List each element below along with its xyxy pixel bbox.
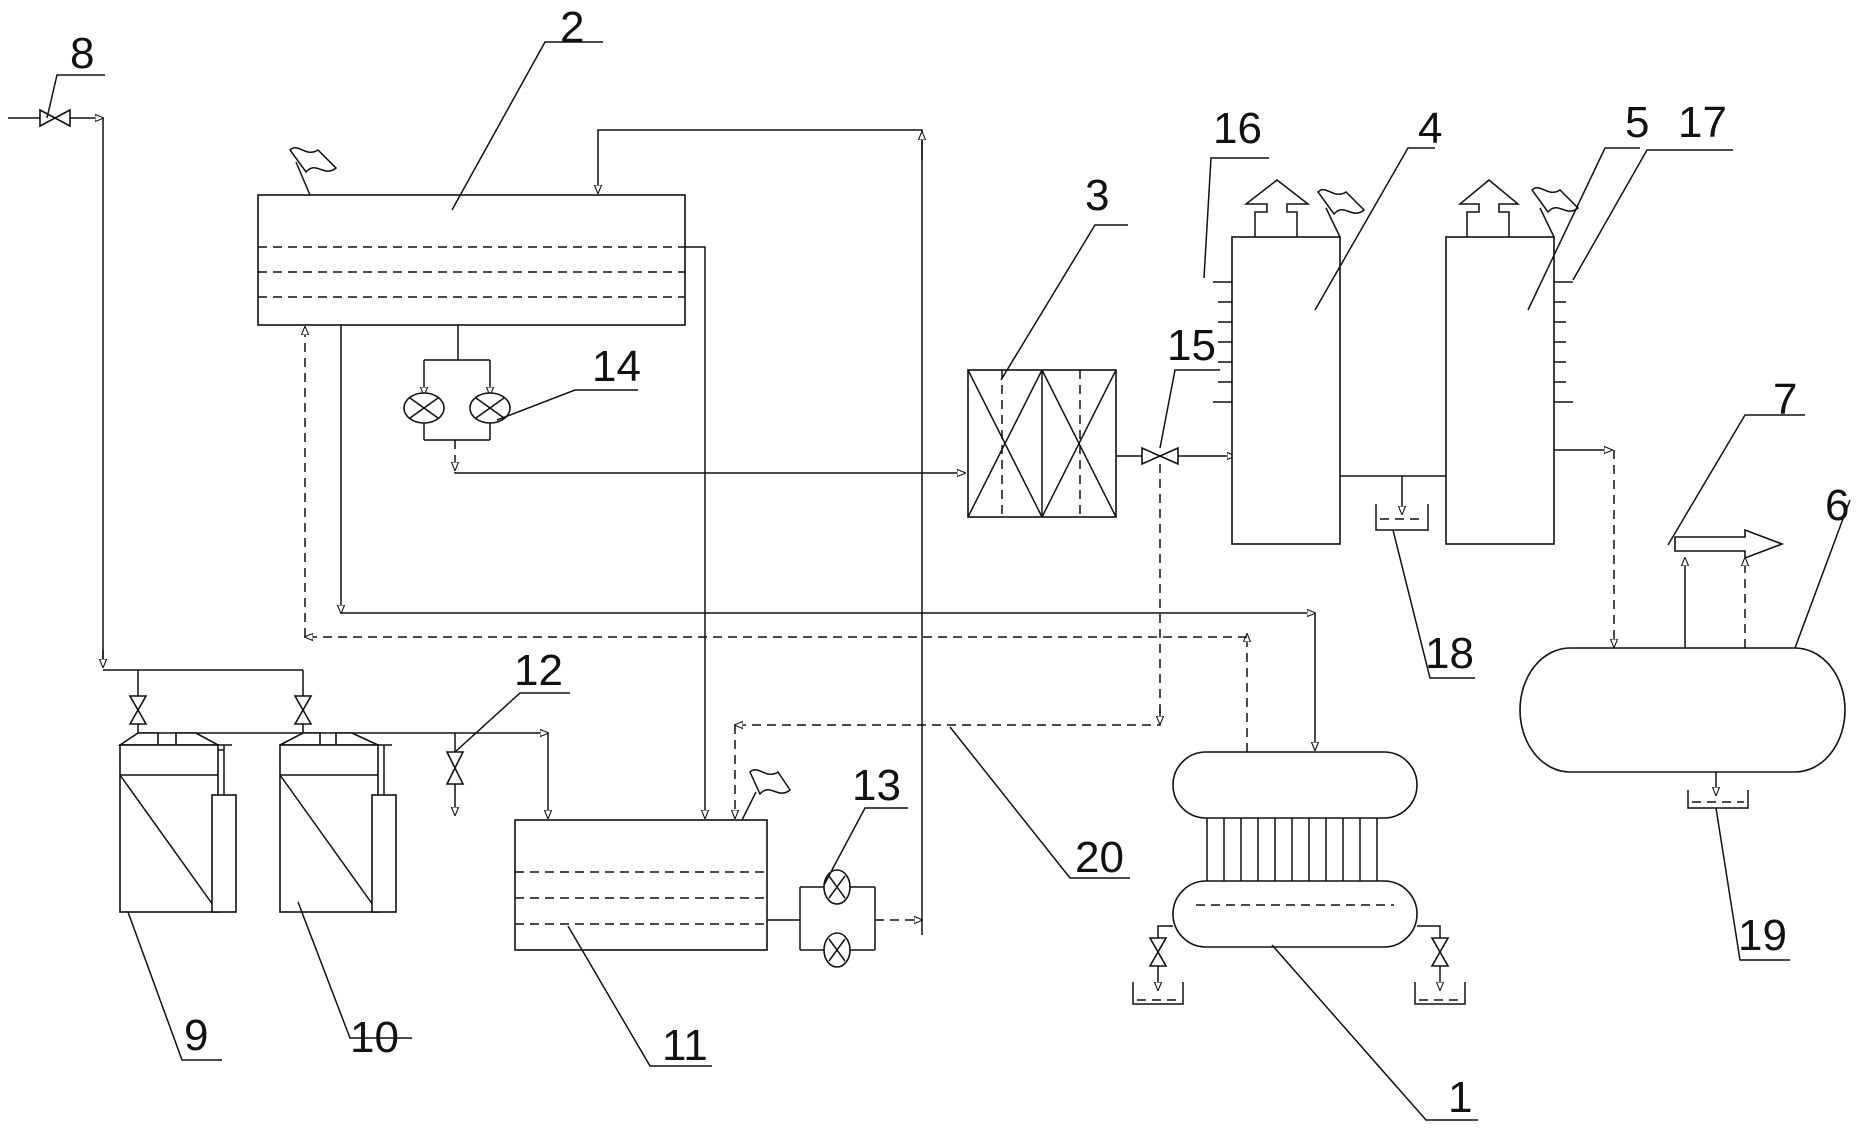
label-15: 15 (1167, 321, 1216, 370)
label-20: 20 (1075, 833, 1124, 882)
tank-11 (514, 769, 791, 951)
label-14: 14 (592, 342, 641, 391)
tower-5 (1445, 179, 1580, 545)
outlet-7 (1674, 528, 1785, 648)
label-3: 3 (1085, 171, 1109, 220)
label-19: 19 (1738, 911, 1787, 960)
tank-2 (257, 194, 686, 326)
valve-15 (1116, 446, 1235, 466)
label-9: 9 (184, 1011, 208, 1060)
label-10: 10 (350, 1013, 399, 1062)
leader-lines (46, 41, 1851, 1121)
cooler-drains (1132, 925, 1466, 1005)
drain-tray-18 (1375, 504, 1429, 531)
label-4: 4 (1418, 104, 1442, 153)
label-18: 18 (1425, 629, 1474, 678)
valve-12 (445, 733, 465, 815)
label-7: 7 (1773, 375, 1797, 424)
label-1: 1 (1448, 1073, 1472, 1122)
pump-pair-14 (403, 325, 511, 470)
flag-icon (289, 147, 338, 196)
label-2: 2 (560, 3, 584, 52)
level-gauge-17 (1554, 281, 1573, 403)
label-13: 13 (852, 761, 901, 810)
drain-tray-19 (1687, 772, 1749, 809)
level-gauge-16 (1213, 281, 1232, 403)
tower-4 (1231, 179, 1366, 545)
filter-valves (128, 670, 313, 735)
cooler-1 (1172, 751, 1418, 948)
filter-9 (117, 732, 237, 913)
label-5: 5 (1625, 98, 1649, 147)
pump-pair-13 (767, 869, 922, 968)
inlet-valve-8 (8, 108, 103, 667)
label-11: 11 (662, 1021, 708, 1070)
label-8: 8 (70, 29, 94, 78)
filter-10 (279, 732, 397, 913)
label-16: 16 (1213, 104, 1262, 153)
heat-exchanger-3 (967, 369, 1117, 518)
label-17: 17 (1678, 98, 1727, 147)
vessel-6 (1519, 647, 1846, 773)
label-6: 6 (1825, 481, 1849, 530)
label-12: 12 (514, 646, 563, 695)
